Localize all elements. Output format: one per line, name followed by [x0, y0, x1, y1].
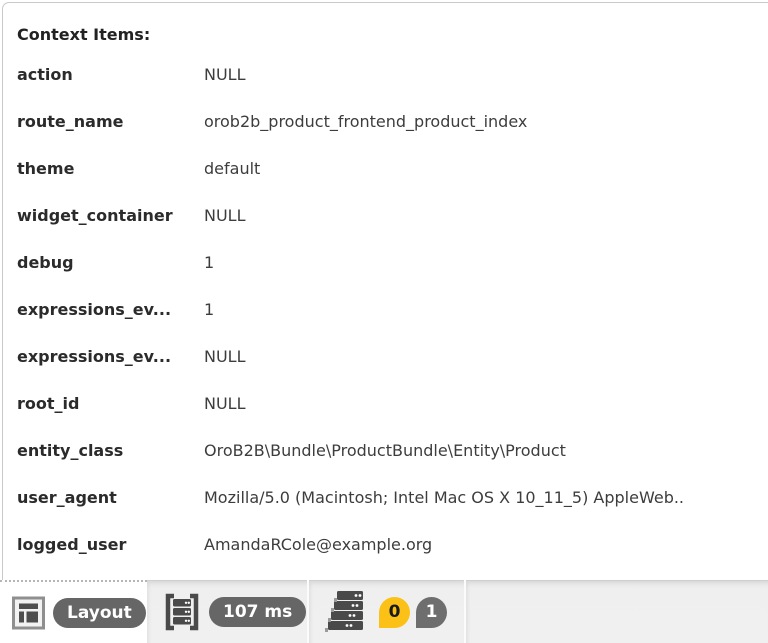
context-items-table: action NULL route_name orob2b_product_fr…	[17, 51, 760, 568]
table-row: action NULL	[17, 51, 760, 98]
item-key: expressions_ev...	[17, 347, 172, 366]
layout-icon	[12, 596, 45, 630]
item-value: Mozilla/5.0 (Macintosh; Intel Mac OS X 1…	[204, 488, 685, 507]
table-row: user_agent Mozilla/5.0 (Macintosh; Intel…	[17, 474, 760, 521]
item-key: widget_container	[17, 206, 173, 225]
table-row: debug 1	[17, 239, 760, 286]
item-key: entity_class	[17, 441, 124, 460]
layout-tab-badge: Layout	[53, 597, 146, 628]
toolbar-divider	[464, 581, 466, 643]
panel-title: Context Items:	[17, 25, 151, 44]
toolbar-tab-servers[interactable]: 0 1	[309, 580, 464, 643]
timing-badge: 107 ms	[209, 597, 307, 627]
table-row: logged_user AmandaRCole@example.org	[17, 521, 760, 568]
toolbar-divider	[307, 581, 309, 643]
context-items-panel: Context Items: action NULL route_name or…	[2, 2, 768, 580]
table-row: widget_container NULL	[17, 192, 760, 239]
item-key: expressions_ev...	[17, 300, 172, 319]
item-key: debug	[17, 253, 74, 272]
item-value: default	[204, 159, 261, 178]
item-key: logged_user	[17, 535, 127, 554]
item-value: 1	[204, 300, 215, 319]
item-key: theme	[17, 159, 75, 178]
item-key: action	[17, 65, 73, 84]
item-value: NULL	[204, 394, 246, 413]
item-key: route_name	[17, 112, 124, 131]
profiler-toolbar: Layout 107 ms	[0, 580, 768, 643]
item-value: orob2b_product_frontend_product_index	[204, 112, 528, 131]
item-value: 1	[204, 253, 215, 272]
table-row: route_name orob2b_product_frontend_produ…	[17, 98, 760, 145]
table-row: expressions_ev... 1	[17, 286, 760, 333]
table-row: root_id NULL	[17, 380, 760, 427]
item-value: AmandaRCole@example.org	[204, 535, 433, 554]
item-value: NULL	[204, 347, 246, 366]
toolbar-empty-area	[466, 580, 768, 643]
item-key: root_id	[17, 394, 80, 413]
stack-brackets-icon	[163, 592, 201, 632]
toolbar-tab-timing[interactable]: 107 ms	[147, 580, 307, 643]
warning-count-badge: 0	[379, 596, 410, 628]
table-row: expressions_ev... NULL	[17, 333, 760, 380]
info-count-badge: 1	[416, 596, 447, 628]
table-row: theme default	[17, 145, 760, 192]
toolbar-tab-layout[interactable]: Layout	[0, 580, 147, 643]
item-value: NULL	[204, 65, 246, 84]
table-row: entity_class OroB2B\Bundle\ProductBundle…	[17, 427, 760, 474]
server-stack-icon	[325, 590, 367, 635]
item-value: NULL	[204, 206, 246, 225]
item-key: user_agent	[17, 488, 117, 507]
item-value: OroB2B\Bundle\ProductBundle\Entity\Produ…	[204, 441, 566, 460]
